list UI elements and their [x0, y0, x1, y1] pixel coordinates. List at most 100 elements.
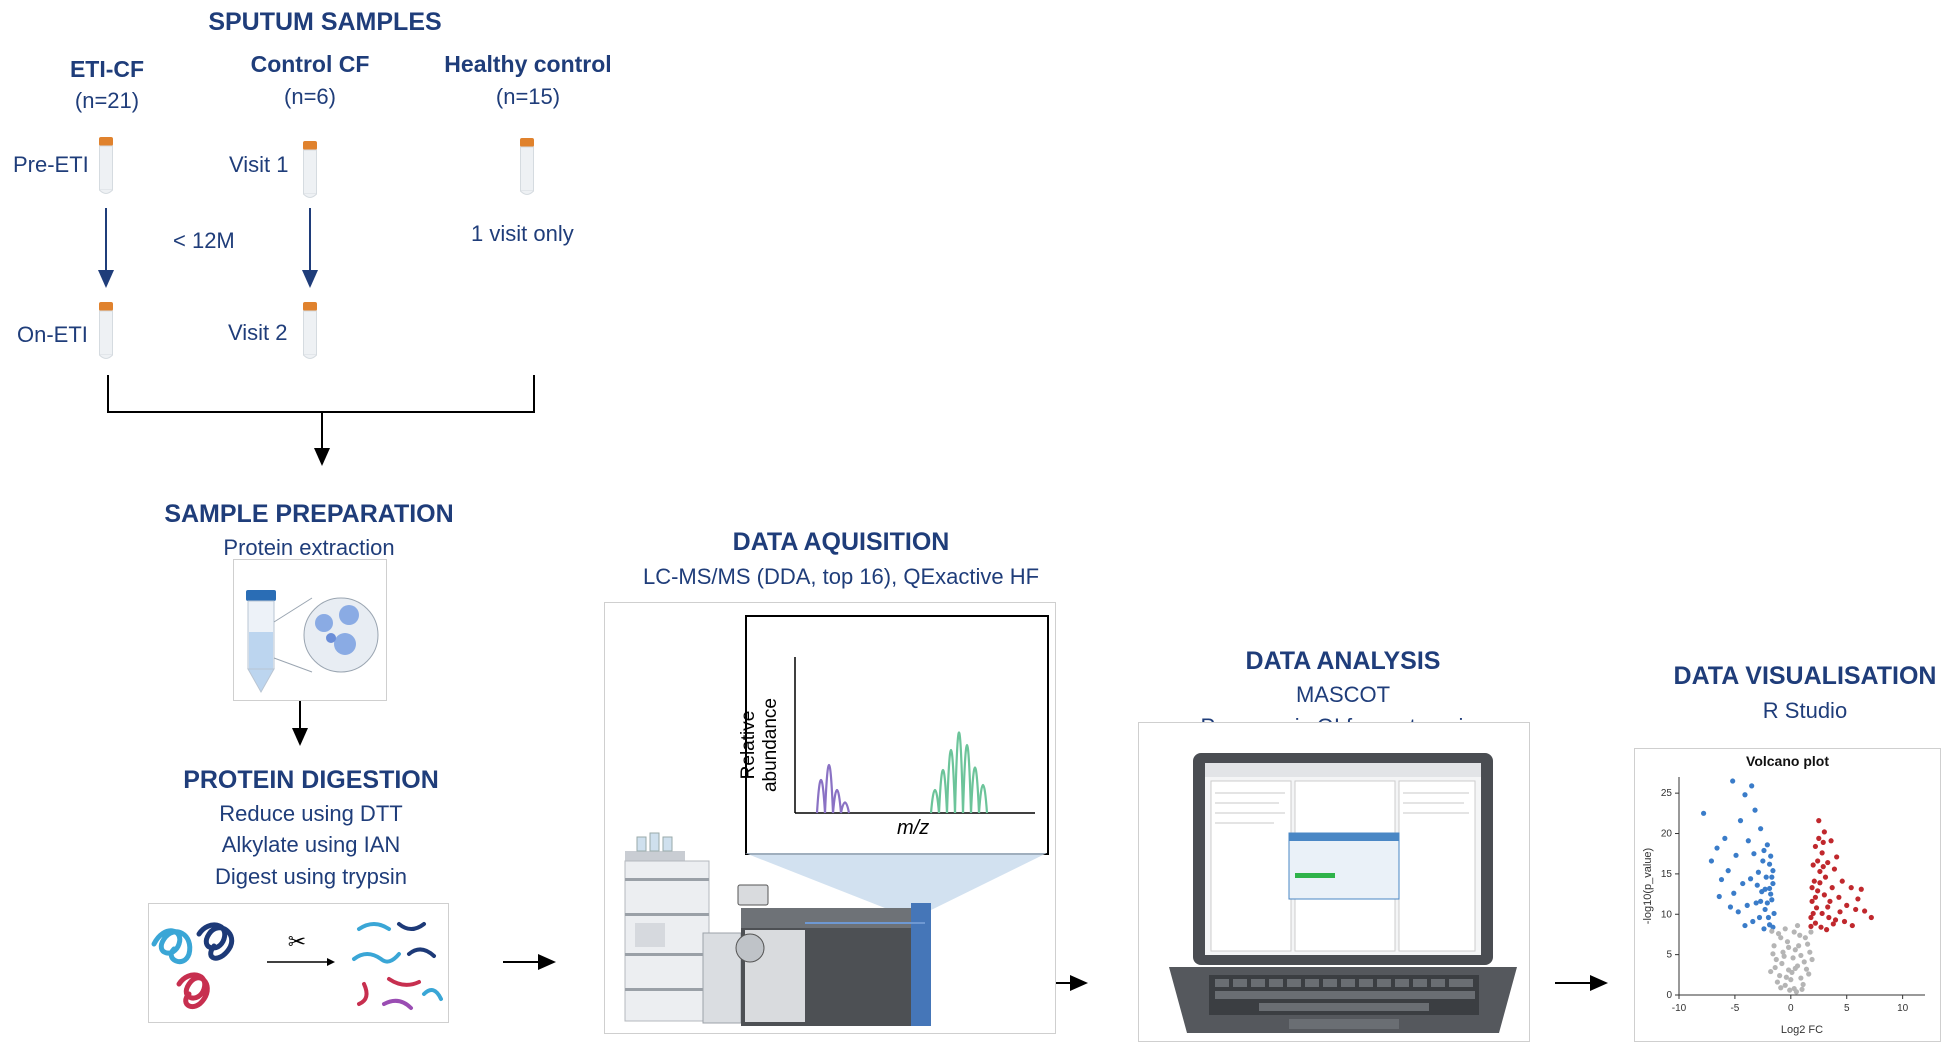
- svg-text:✂: ✂: [288, 930, 306, 955]
- point-up: [1817, 880, 1823, 886]
- point-down: [1770, 880, 1776, 887]
- point-up: [1809, 885, 1815, 891]
- label-visit2: Visit 2: [228, 320, 288, 345]
- point-ns: [1796, 943, 1802, 949]
- point-up: [1813, 905, 1820, 911]
- group-eti-cf-n: (n=21): [74, 88, 140, 113]
- point-down: [1752, 807, 1758, 813]
- point-ns: [1778, 935, 1784, 941]
- point-ns: [1787, 987, 1793, 993]
- point-ns: [1807, 949, 1813, 955]
- point-down: [1761, 926, 1767, 932]
- point-ns: [1779, 960, 1785, 967]
- point-up: [1821, 829, 1827, 835]
- point-up: [1862, 908, 1868, 914]
- protein-extraction-illustration: [233, 559, 387, 701]
- point-up: [1832, 917, 1839, 923]
- x-tick-label: -10: [1672, 1003, 1687, 1014]
- falcon-tube-icon: [246, 590, 379, 694]
- spectrum-inset: Relative abundance m/z: [738, 615, 1049, 855]
- point-ns: [1792, 965, 1798, 971]
- bracket: [107, 375, 535, 413]
- laptop-icon: [1169, 753, 1517, 1033]
- point-up: [1817, 868, 1823, 875]
- point-ns: [1802, 935, 1808, 941]
- point-ns: [1782, 926, 1788, 932]
- point-down: [1735, 909, 1741, 915]
- laptop-illustration: [1138, 722, 1530, 1042]
- point-down: [1763, 874, 1769, 880]
- point-down: [1764, 900, 1770, 906]
- point-ns: [1803, 966, 1810, 972]
- point-down: [1740, 880, 1746, 887]
- point-up: [1839, 878, 1845, 884]
- point-ns: [1788, 977, 1794, 983]
- tube-visit1: [302, 140, 318, 198]
- point-up: [1824, 927, 1830, 933]
- point-down: [1753, 900, 1759, 906]
- point-down: [1770, 924, 1776, 930]
- point-up: [1831, 866, 1838, 872]
- point-down: [1766, 861, 1773, 867]
- point-up: [1821, 892, 1827, 898]
- point-ns: [1801, 959, 1807, 965]
- tube-on-eti: [98, 301, 114, 359]
- point-ns: [1798, 975, 1804, 981]
- point-up: [1810, 862, 1816, 868]
- point-up: [1819, 910, 1825, 917]
- sample-prep-title: SAMPLE PREPARATION: [164, 500, 454, 528]
- point-up: [1809, 898, 1815, 904]
- visualisation-title: DATA VISUALISATION: [1673, 662, 1937, 690]
- point-ns: [1808, 929, 1814, 935]
- point-down: [1766, 885, 1773, 892]
- point-down: [1737, 818, 1744, 824]
- point-up: [1849, 922, 1855, 929]
- point-ns: [1797, 932, 1803, 938]
- y-tick-label: 25: [1661, 788, 1673, 799]
- point-down: [1749, 783, 1755, 789]
- point-ns: [1809, 956, 1815, 963]
- point-ns: [1804, 941, 1811, 947]
- point-ns: [1780, 949, 1786, 955]
- y-tick-label: 15: [1661, 869, 1673, 880]
- label-one-visit: 1 visit only: [471, 221, 574, 246]
- tube-visit2: [302, 301, 318, 359]
- digestion-step-3: Digest using trypsin: [215, 864, 407, 889]
- group-healthy-name: Healthy control: [444, 51, 612, 77]
- spectrum-xlabel: m/z: [897, 817, 930, 839]
- label-visit1: Visit 1: [229, 152, 289, 177]
- point-ns: [1785, 944, 1792, 950]
- point-up: [1827, 898, 1833, 904]
- tube-pre-eti: [98, 136, 114, 194]
- point-down: [1769, 874, 1775, 880]
- point-ns: [1784, 939, 1791, 945]
- point-ns: [1800, 981, 1806, 988]
- point-ns: [1781, 953, 1787, 959]
- point-down: [1764, 842, 1770, 848]
- digestion-step-2: Alkylate using IAN: [221, 832, 401, 857]
- point-ns: [1770, 951, 1776, 957]
- point-down: [1722, 835, 1728, 841]
- point-down: [1727, 904, 1734, 910]
- label-on-eti: On-ETI: [17, 322, 88, 347]
- sputum-title: SPUTUM SAMPLES: [208, 8, 442, 36]
- point-down: [1756, 914, 1763, 921]
- visualisation-subtitle: R Studio: [1762, 698, 1848, 723]
- point-ns: [1783, 974, 1789, 980]
- spectrum-plot: [794, 657, 1035, 814]
- point-ns: [1789, 969, 1795, 975]
- point-down: [1761, 847, 1767, 854]
- point-up: [1829, 885, 1835, 891]
- point-down: [1701, 810, 1707, 816]
- point-ns: [1791, 929, 1797, 935]
- point-ns: [1782, 982, 1788, 988]
- point-down: [1770, 868, 1776, 874]
- point-down: [1762, 886, 1768, 892]
- point-up: [1822, 874, 1829, 880]
- point-up: [1853, 906, 1859, 913]
- x-tick-label: 0: [1788, 1003, 1794, 1014]
- point-down: [1765, 914, 1772, 921]
- point-ns: [1768, 968, 1774, 975]
- point-up: [1858, 886, 1864, 892]
- point-down: [1758, 898, 1764, 904]
